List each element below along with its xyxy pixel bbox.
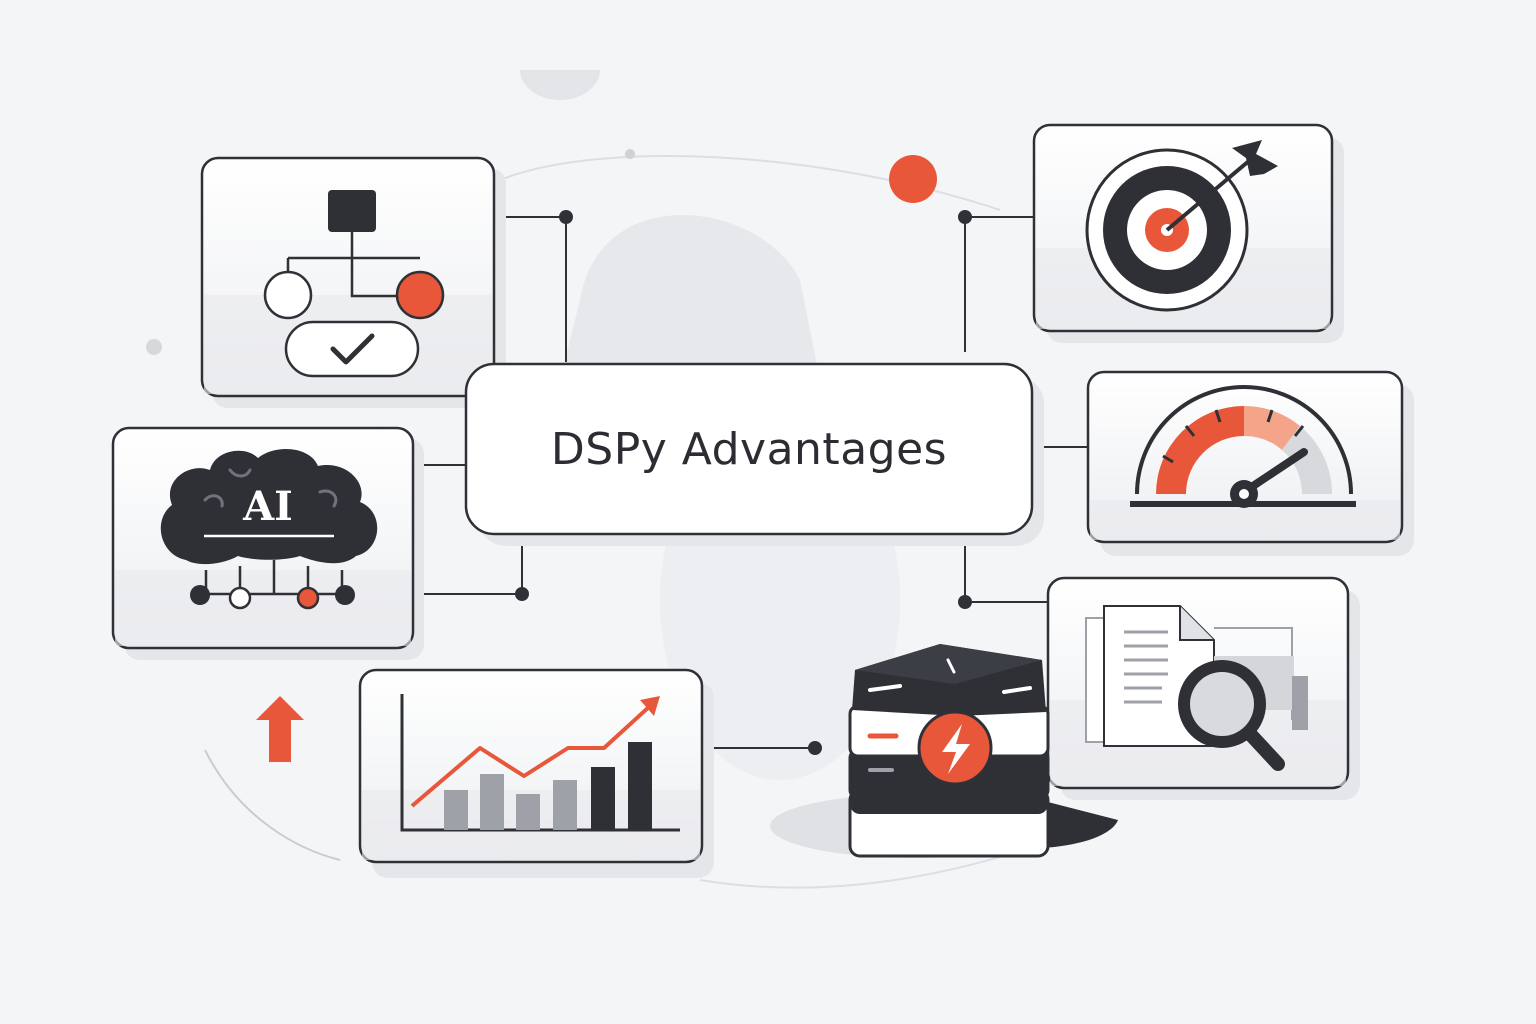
server-bolt-icon <box>770 644 1118 858</box>
flowchart-check-icon <box>263 190 445 378</box>
bg-half-circle <box>520 70 600 100</box>
growth-chart-icon <box>400 694 680 832</box>
ai-brain-network-icon: AI <box>160 448 378 610</box>
up-arrow-icon <box>256 696 304 762</box>
title-box <box>464 362 1034 536</box>
ai-label: AI <box>242 483 293 530</box>
connector-node <box>515 587 529 601</box>
panel-workflow <box>200 156 496 398</box>
panel-speed <box>1086 370 1404 544</box>
bg-dot <box>146 339 162 355</box>
panel-search <box>1046 576 1350 790</box>
bg-orbit-left <box>204 749 341 861</box>
accent-dot <box>889 155 937 203</box>
panel-growth <box>358 668 704 864</box>
diagram-title: DSPy Advantages <box>550 423 948 475</box>
target-arrow-icon <box>1085 140 1278 312</box>
document-search-icon <box>1085 605 1308 771</box>
connector-search <box>964 537 1048 603</box>
gauge-ticks <box>1162 409 1305 464</box>
panel-target <box>1032 123 1334 333</box>
bg-dot <box>625 149 635 159</box>
connector-node <box>958 210 972 224</box>
connector-node <box>559 210 573 224</box>
connector-target <box>964 216 1034 352</box>
panel-ai: AI <box>111 426 415 650</box>
connector-node <box>808 741 822 755</box>
speedometer-gauge-icon <box>1130 385 1356 508</box>
document-lines <box>1124 630 1168 704</box>
bg-cloud-shape <box>560 215 820 380</box>
connector-node <box>958 595 972 609</box>
